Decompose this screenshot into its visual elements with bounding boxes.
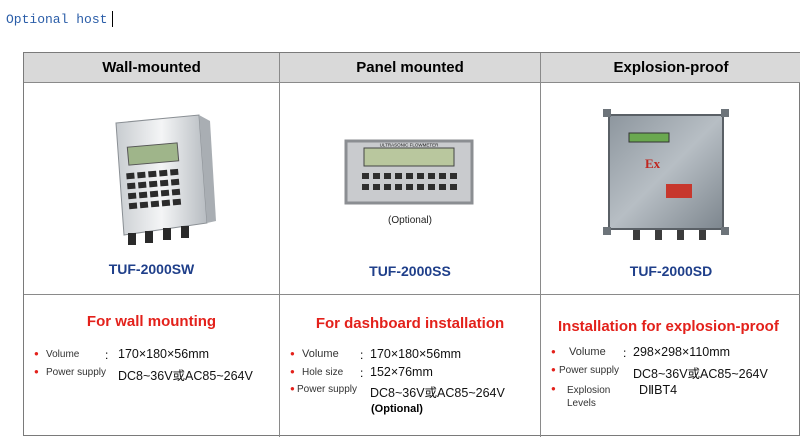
text-cursor bbox=[112, 11, 114, 27]
spec-title-wall-mounted: For wall mounting bbox=[86, 313, 217, 330]
product-cell-panel-mounted: ULTRASONIC FLOWMETER (Optional) TUF-2000… bbox=[280, 83, 541, 295]
bullet-icon: ● bbox=[290, 349, 295, 358]
spec-title-panel-mounted: For dashboard installation bbox=[315, 315, 505, 332]
spec-value: DC8~36V或AC85~264V bbox=[118, 369, 253, 383]
product-comparison-table: Wall-mounted Panel mounted Explosion-pro… bbox=[23, 52, 800, 437]
panel-mounted-device-image: ULTRASONIC FLOWMETER bbox=[344, 139, 474, 205]
spec-label: Volume bbox=[569, 346, 606, 358]
product-cell-wall-mounted: TUF-2000SW bbox=[24, 83, 280, 295]
explosion-proof-device-image: Ex bbox=[603, 109, 729, 240]
spec-colon: : bbox=[360, 348, 364, 362]
spec-cell-explosion-proof: Installation for explosion-proof ● Volum… bbox=[541, 295, 800, 437]
bullet-icon: ● bbox=[34, 367, 39, 376]
spec-label: Power supply bbox=[559, 365, 620, 376]
spec-optional-note: (Optional) bbox=[371, 403, 423, 415]
spec-value: 170×180×56mm bbox=[118, 347, 210, 361]
spec-value: 170×180×56mm bbox=[370, 347, 462, 361]
spec-label: Power supply bbox=[297, 384, 358, 395]
wall-mounted-device-image bbox=[115, 114, 216, 245]
model-name-wall-mounted: TUF-2000SW bbox=[108, 261, 195, 277]
spec-label: Explosion Levels bbox=[567, 385, 611, 409]
panel-display-label: ULTRASONIC FLOWMETER bbox=[380, 143, 439, 148]
ex-mark: Ex bbox=[645, 156, 661, 171]
bullet-icon: ● bbox=[34, 349, 39, 358]
spec-title-explosion-proof: Installation for explosion-proof bbox=[558, 318, 779, 335]
bullet-icon: ● bbox=[290, 367, 295, 376]
spec-value: DC8~36V或AC85~264V bbox=[633, 367, 768, 381]
spec-label: Volume bbox=[302, 348, 339, 360]
spec-value: DⅡBT4 bbox=[639, 383, 678, 397]
column-header-wall-mounted: Wall-mounted bbox=[24, 53, 280, 83]
spec-label: Power supply bbox=[46, 367, 107, 378]
bullet-icon: ● bbox=[551, 384, 556, 393]
page-heading-text: Optional host bbox=[6, 11, 108, 27]
product-cell-explosion-proof: Ex TUF-2000SD bbox=[541, 83, 800, 295]
column-header-panel-mounted: Panel mounted bbox=[280, 53, 541, 83]
page-heading: Optional host bbox=[6, 11, 114, 27]
panel-optional-note: (Optional) bbox=[388, 215, 432, 226]
column-header-explosion-proof: Explosion-proof bbox=[541, 53, 800, 83]
spec-colon: : bbox=[105, 348, 109, 362]
bullet-icon: ● bbox=[290, 384, 295, 393]
spec-cell-panel-mounted: For dashboard installation ● Volume : 17… bbox=[280, 295, 541, 437]
spec-value: 152×76mm bbox=[370, 365, 433, 379]
spec-colon: : bbox=[360, 366, 364, 380]
spec-value: 298×298×110mm bbox=[633, 345, 731, 359]
model-name-panel-mounted: TUF-2000SS bbox=[369, 263, 451, 279]
model-name-explosion-proof: TUF-2000SD bbox=[629, 263, 713, 279]
spec-label: Hole size bbox=[302, 367, 344, 378]
spec-colon: : bbox=[623, 346, 627, 360]
spec-label: Volume bbox=[46, 349, 80, 360]
bullet-icon: ● bbox=[551, 365, 556, 374]
spec-cell-wall-mounted: For wall mounting ● Volume : 170×180×56m… bbox=[24, 295, 280, 437]
spec-value: DC8~36V或AC85~264V bbox=[370, 386, 505, 400]
bullet-icon: ● bbox=[551, 347, 556, 356]
